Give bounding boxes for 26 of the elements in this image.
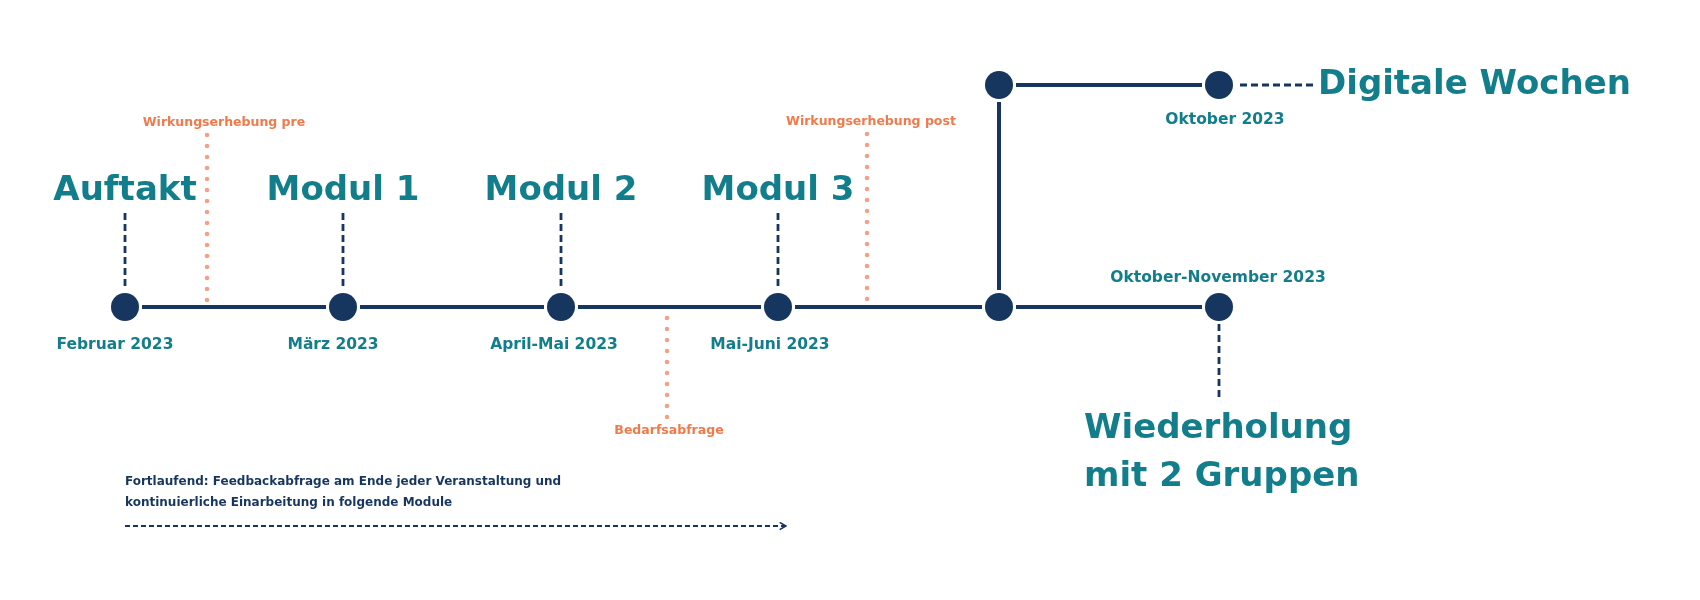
note-text: Fortlaufend: Feedbackabfrage am Ende jeder Veranstaltung und kontinuierliche Einarbeitung in folgende Module [125,473,563,511]
milestone-title: Digitale Wochen [1318,62,1631,102]
milestone-title: Modul 1 [266,168,420,208]
milestone-title: Modul 2 [484,168,638,208]
leader-line [1217,324,1221,397]
date-label: April-Mai 2023 [490,334,618,354]
milestone-title: Auftakt [53,168,197,208]
timeline-line [795,305,982,309]
timeline-line [1016,305,1202,309]
annotation-text: Wirkungserhebung pre [142,114,306,130]
timeline-line [1016,83,1202,87]
timeline-line [997,102,1001,290]
annotation-text: Bedarfsabfrage [614,422,724,438]
date-label: Februar 2023 [56,334,174,354]
timeline-line [142,305,326,309]
annotation-text: Wirkungserhebung post [786,113,956,129]
date-label: Oktober 2023 [1165,109,1285,129]
date-label: März 2023 [287,334,379,354]
timeline-dot [985,293,1013,321]
date-label: Mai-Juni 2023 [710,334,830,354]
milestone-title: Modul 3 [701,168,855,208]
timeline-dot [985,71,1013,99]
milestone-title: Wiederholung mit 2 Gruppen [1084,402,1364,498]
timeline-line [360,305,544,309]
timeline-line [578,305,761,309]
date-label: Oktober-November 2023 [1110,267,1326,287]
